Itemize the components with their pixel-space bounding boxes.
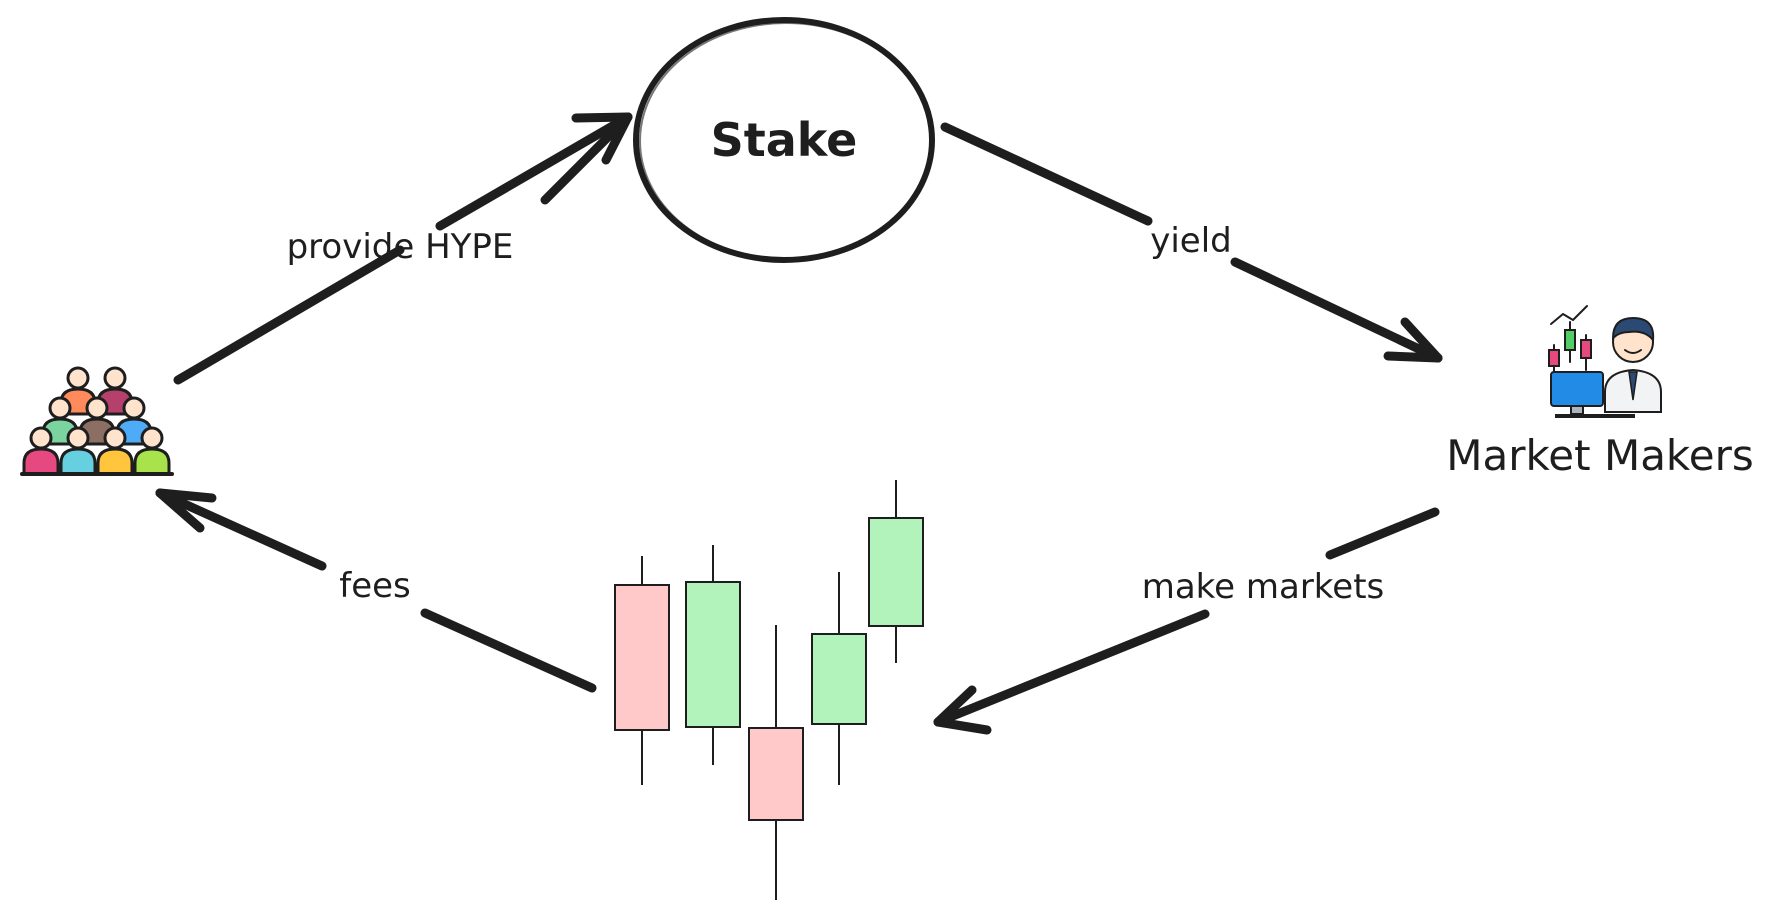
person-icon bbox=[133, 426, 171, 476]
trader-icon bbox=[1548, 305, 1662, 418]
candle-bear bbox=[748, 625, 804, 900]
make-markets-label: make markets bbox=[1142, 567, 1385, 607]
candle-bear bbox=[614, 556, 670, 785]
fees-label: fees bbox=[339, 566, 411, 606]
candle-body bbox=[748, 727, 804, 821]
candle-body bbox=[685, 581, 741, 728]
yield-label: yield bbox=[1150, 221, 1232, 261]
candle-body bbox=[614, 584, 670, 731]
provide-label: provide HYPE bbox=[287, 227, 514, 267]
market-makers-node: Market Makers bbox=[1446, 305, 1754, 480]
candlestick-chart-icon bbox=[614, 480, 924, 900]
candle-bull bbox=[868, 480, 924, 663]
stake-node: Stake bbox=[633, 17, 935, 263]
candle-bull bbox=[811, 572, 867, 785]
crowd-icon bbox=[20, 366, 174, 476]
provide-arrow: provide HYPE bbox=[173, 112, 633, 385]
person-icon bbox=[59, 426, 97, 476]
person-icon bbox=[22, 426, 60, 476]
person-icon bbox=[96, 426, 134, 476]
make-markets-arrow: make markets bbox=[933, 507, 1440, 735]
yield-arrow: yield bbox=[940, 122, 1443, 363]
candle-body bbox=[811, 633, 867, 725]
stake-label: Stake bbox=[711, 113, 858, 167]
fees-arrow: fees bbox=[155, 488, 597, 693]
candle-body bbox=[868, 517, 924, 627]
market-makers-label: Market Makers bbox=[1446, 431, 1754, 480]
candle-bull bbox=[685, 545, 741, 765]
